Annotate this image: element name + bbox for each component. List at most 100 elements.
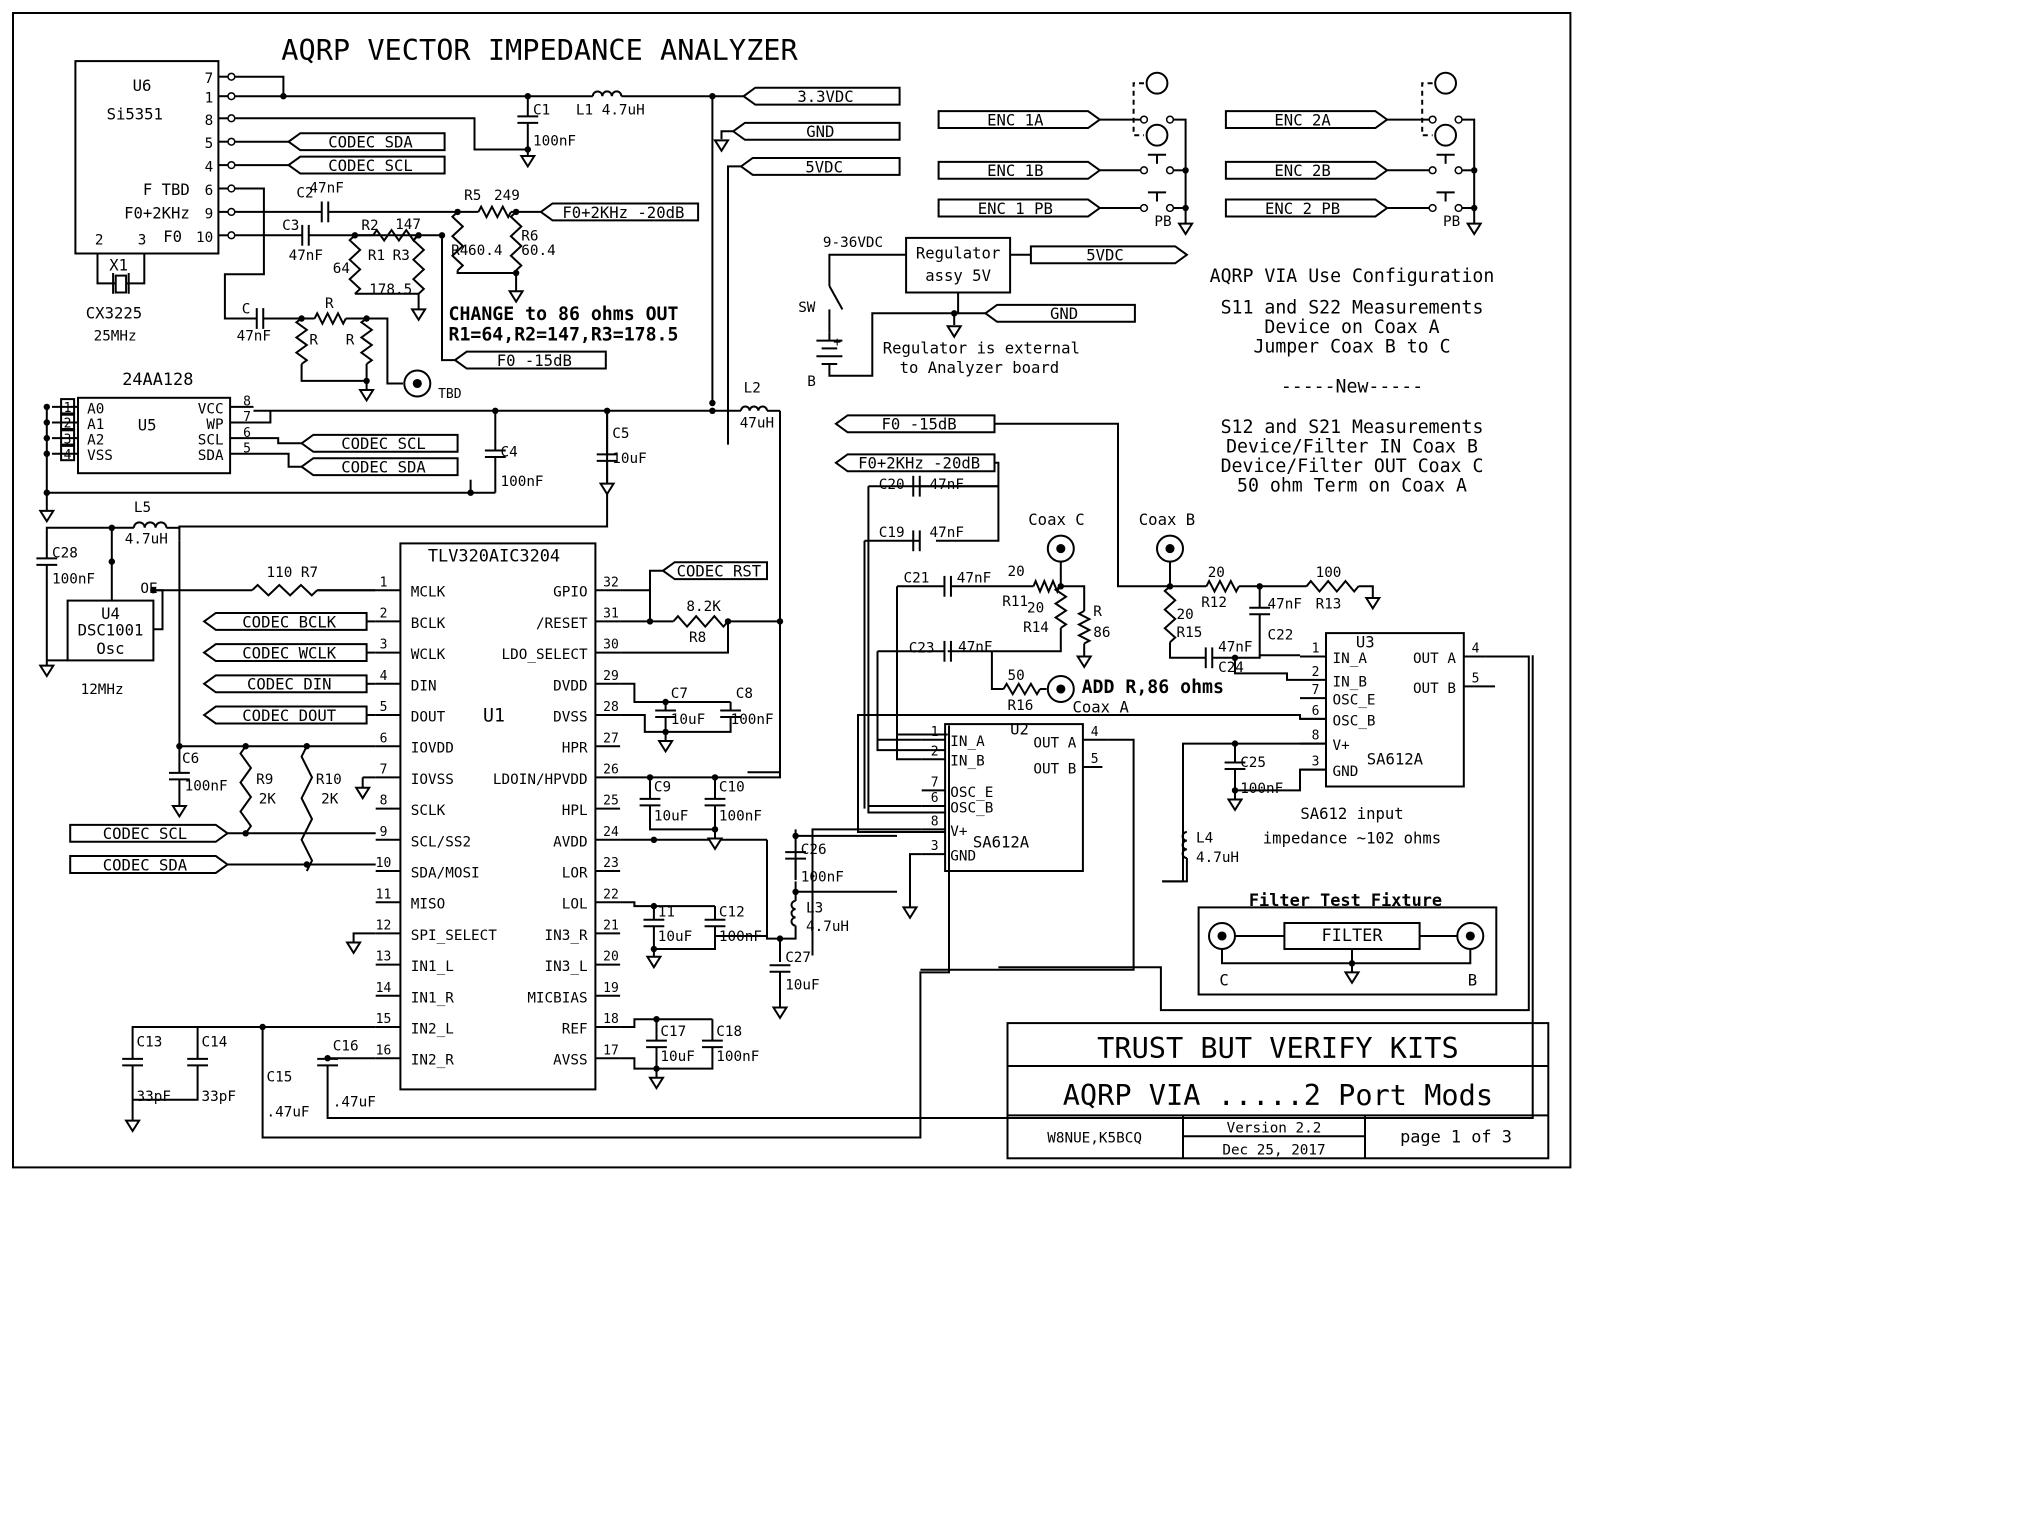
wire [620, 1057, 657, 1070]
pin-circle [1165, 115, 1175, 124]
junction-dot [492, 407, 499, 414]
junction-dot [662, 728, 669, 736]
resistor [1205, 578, 1240, 594]
label: SDA [198, 448, 224, 464]
wire [352, 932, 376, 943]
label: 100nF [1240, 781, 1283, 797]
label: 5 [243, 441, 251, 456]
label: 8 [1312, 729, 1320, 744]
label: L5 [134, 500, 151, 516]
label: 6 [931, 791, 939, 806]
label: 2 [95, 232, 104, 248]
junction-dot [43, 489, 50, 496]
label: 5 [1091, 752, 1099, 767]
label: Dec 25, 2017 [1222, 1142, 1325, 1158]
label: R8 [689, 630, 706, 646]
u1-pin-right: 28 [603, 700, 619, 715]
u1-pin-name: IN1_L [411, 959, 454, 975]
junction-dot [43, 434, 50, 442]
wire [441, 235, 455, 362]
u1-pin-name: MCLK [411, 585, 446, 601]
label: 10uF [654, 808, 688, 824]
wire [727, 165, 741, 445]
add-r-note: ADD R,86 ohms [1082, 677, 1224, 698]
wire [235, 117, 528, 151]
u1-pin-right: 22 [603, 887, 619, 902]
label: W8NUE,K5BCQ [1047, 1131, 1142, 1147]
label: WP [206, 417, 223, 433]
label: Regulator is external [883, 340, 1080, 358]
junction-dot [650, 902, 658, 910]
u1-pin-name: MISO [411, 897, 445, 913]
junction-dot [280, 93, 287, 100]
label: C13 [137, 1035, 163, 1051]
label: 4.7uH [1196, 850, 1239, 866]
u1-pin-right: 31 [603, 607, 619, 622]
ground-icon [1364, 597, 1382, 611]
label: R11 [1002, 594, 1028, 610]
junction-dot [303, 861, 310, 868]
label: C18 [716, 1024, 742, 1040]
ground-icon [901, 906, 919, 920]
wire [1458, 118, 1476, 224]
u6-pin: 4 [205, 160, 214, 176]
wire [253, 437, 302, 445]
label: R14 [1023, 620, 1049, 636]
ground-icon [945, 325, 963, 339]
wire [715, 772, 781, 779]
label: Version 2.2 [1227, 1120, 1322, 1136]
wire [1170, 118, 1187, 224]
ground-icon [706, 837, 724, 851]
pin-circle [1454, 166, 1463, 175]
label: 100nF [501, 474, 544, 490]
u1-pin-name: SCL/SS2 [411, 834, 471, 850]
net-codec-scl-top [286, 155, 446, 175]
label: A1 [87, 417, 104, 433]
label: S11 and S22 Measurements [1221, 297, 1484, 318]
label: TLV320AIC3204 [428, 546, 560, 566]
wire [1358, 585, 1374, 598]
u1-pin-name: HPR [562, 741, 588, 757]
junction-dot [1182, 204, 1189, 212]
wire [715, 839, 768, 937]
net-u1-codec [202, 611, 368, 631]
label: C1 [533, 102, 550, 118]
encoder-knob-icon [1434, 123, 1457, 147]
label: C7 [671, 686, 688, 702]
wire [828, 285, 844, 310]
junction-dot [662, 698, 669, 706]
pin-circle [1165, 166, 1175, 175]
u1-pin-right: 30 [603, 638, 619, 653]
net-gnd-top [731, 121, 901, 141]
label: GND [1333, 764, 1359, 780]
wire [1212, 656, 1300, 681]
u1-pin-name: AVSS [553, 1053, 587, 1069]
pin-circle [1165, 203, 1175, 213]
label: 4 [64, 448, 72, 463]
ground-icon [657, 740, 674, 754]
u1-pin-right: 20 [603, 950, 619, 965]
wires [36, 75, 1549, 1159]
net-codec-rst-text: CODEC RST [677, 563, 762, 581]
label: R13 [1316, 596, 1342, 612]
label: OUT B [1033, 762, 1076, 778]
title-project: AQRP VIA .....2 Port Mods [1063, 1078, 1493, 1112]
net-codec-scl-u1-text: CODEC SCL [103, 825, 188, 843]
net-f0-15-top-text: F0 -15dB [497, 352, 572, 370]
u1-pin-name: AVDD [553, 834, 587, 850]
label: C8 [736, 686, 753, 702]
label: Device/Filter OUT Coax C [1221, 456, 1484, 477]
junction-dot [108, 558, 116, 565]
junction-dot [438, 232, 446, 239]
net-enc [937, 160, 1102, 180]
label: Si5351 [107, 106, 163, 124]
net-gnd-reg [983, 303, 1136, 323]
label: -----New----- [1281, 377, 1423, 398]
junction-dot [792, 832, 799, 840]
net-5v-reg-text: 5VDC [1086, 247, 1124, 265]
wire [896, 734, 922, 761]
junction-dot [709, 399, 716, 407]
label: R [325, 296, 334, 312]
pin-circle [1139, 203, 1149, 213]
resistor [1305, 579, 1360, 594]
